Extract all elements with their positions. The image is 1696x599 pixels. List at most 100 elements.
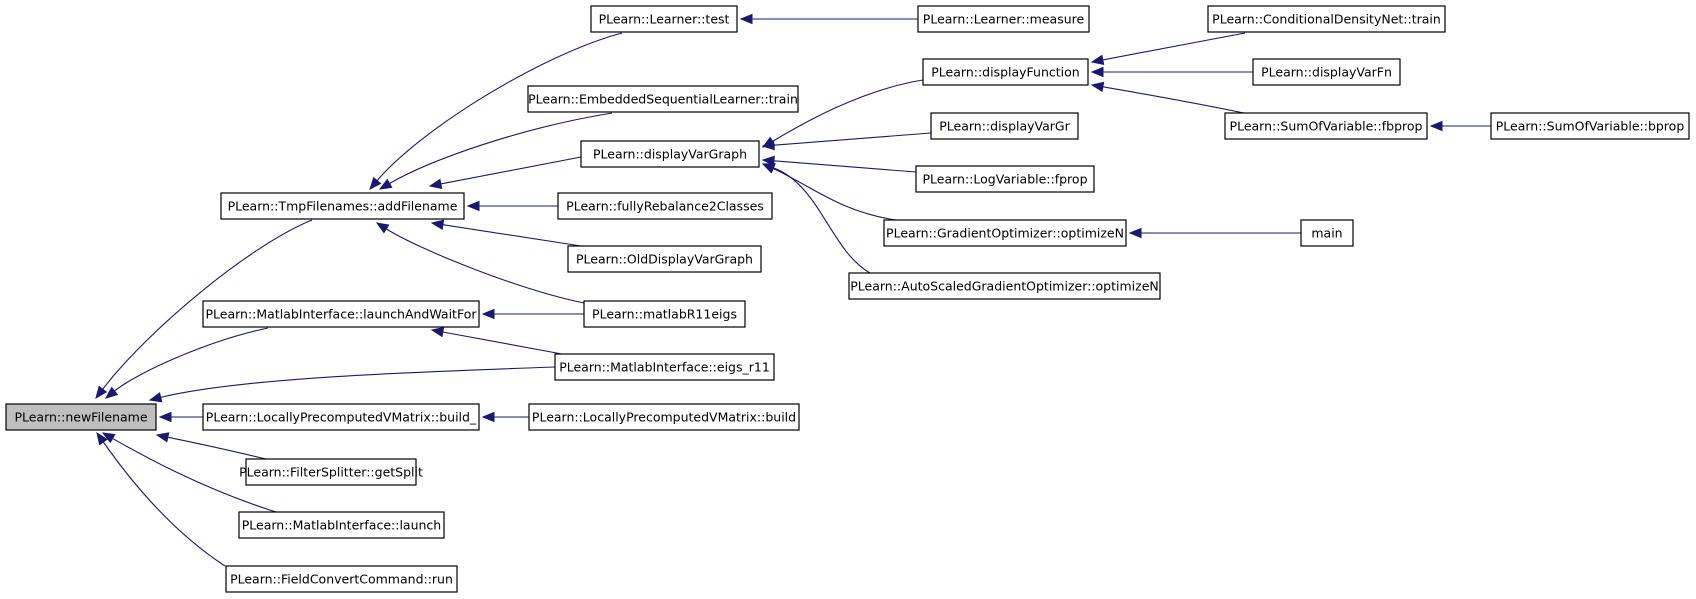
node-label: PLearn::Learner::test [599, 12, 730, 27]
edge-embTrain-to-addFilename [378, 112, 613, 190]
edge-line [442, 331, 563, 355]
arrowhead-icon [1090, 81, 1105, 93]
node-displayVarFn[interactable]: PLearn::displayVarFn [1252, 58, 1401, 86]
node-fullyRebalance[interactable]: PLearn::fullyRebalance2Classes [557, 192, 773, 220]
node-learnerTest[interactable]: PLearn::Learner::test [590, 5, 738, 33]
edge-matlabR11eigs-to-addFilename [375, 222, 585, 304]
arrowhead-icon [369, 176, 382, 191]
node-label: PLearn::FieldConvertCommand::run [230, 572, 453, 587]
node-box [583, 300, 746, 328]
edge-line [1102, 86, 1245, 114]
node-displayFunction[interactable]: PLearn::displayFunction [922, 58, 1089, 86]
node-condTrain[interactable]: PLearn::ConditionalDensityNet::train [1207, 5, 1446, 33]
node-newFilename[interactable]: PLearn::newFilename [5, 403, 157, 431]
arrowhead-icon [158, 411, 172, 423]
node-label: PLearn::OldDisplayVarGraph [576, 252, 753, 267]
node-box [528, 403, 800, 431]
node-eigs_r11[interactable]: PLearn::MatlabInterface::eigs_r11 [554, 353, 775, 381]
node-main[interactable]: main [1300, 219, 1354, 247]
edge-main-to-gradOpt [1128, 227, 1301, 239]
node-label: PLearn::Learner::measure [923, 12, 1085, 27]
node-box [554, 353, 775, 381]
edge-launch-to-newFilename [101, 432, 277, 513]
arrowhead-icon [430, 219, 445, 230]
node-box [1300, 219, 1354, 247]
node-oldDisplay[interactable]: PLearn::OldDisplayVarGraph [567, 245, 762, 273]
edge-line [167, 436, 267, 460]
edge-line [112, 437, 277, 513]
node-box [202, 300, 480, 328]
edge-line [773, 167, 871, 274]
edge-fullyRebalance-to-addFilename [466, 200, 558, 212]
node-box [1224, 112, 1428, 140]
arrowhead-icon [378, 178, 393, 190]
arrowhead-icon [104, 386, 119, 399]
node-getSplit[interactable]: PLearn::FilterSplitter::getSplit [239, 458, 423, 486]
arrowhead-icon [466, 200, 480, 212]
node-box [930, 112, 1079, 140]
edge-line [773, 132, 932, 146]
edge-line [773, 160, 917, 173]
arrowhead-icon [1128, 227, 1142, 239]
node-box [580, 140, 760, 168]
node-box [238, 511, 445, 539]
node-box [848, 272, 1161, 300]
edge-getSplit-to-newFilename [155, 432, 267, 460]
edge-displayVarFn-to-displayFunction [1090, 66, 1253, 78]
arrowhead-icon [375, 222, 390, 234]
edge-line [386, 228, 585, 304]
node-launchAndWaitFor[interactable]: PLearn::MatlabInterface::launchAndWaitFo… [202, 300, 480, 328]
node-measure[interactable]: PLearn::Learner::measure [917, 5, 1090, 33]
node-box [915, 165, 1095, 193]
node-box [202, 403, 480, 431]
node-addFilename[interactable]: PLearn::TmpFilenames::addFilename [220, 192, 465, 220]
node-box [557, 192, 773, 220]
node-build_[interactable]: PLearn::LocallyPrecomputedVMatrix::build… [202, 403, 480, 431]
edge-addFilename-to-newFilename [95, 219, 313, 400]
node-label: main [1311, 226, 1342, 241]
edge-condTrain-to-displayFunction [1090, 32, 1246, 65]
node-launch[interactable]: PLearn::MatlabInterface::launch [238, 511, 445, 539]
arrowhead-icon [430, 326, 445, 338]
node-gradOpt[interactable]: PLearn::GradientOptimizer::optimizeN [883, 219, 1127, 247]
edge-line [1102, 32, 1246, 61]
edge-launchAndWaitFor-to-newFilename [104, 327, 269, 399]
edge-line [389, 112, 613, 184]
node-label: PLearn::displayVarGr [939, 119, 1070, 134]
arrowhead-icon [761, 163, 776, 173]
node-label: PLearn::displayVarGraph [593, 147, 747, 162]
arrowhead-icon [155, 432, 170, 443]
edge-displayVarGraph-to-addFilename [428, 156, 582, 189]
edge-line [114, 327, 269, 392]
node-logFprop[interactable]: PLearn::LogVariable::fprop [915, 165, 1095, 193]
node-label: PLearn::GradientOptimizer::optimizeN [886, 226, 1124, 241]
node-displayVarGraph[interactable]: PLearn::displayVarGraph [580, 140, 760, 168]
edge-displayVarGr-to-displayVarGraph [761, 132, 932, 151]
node-label: PLearn::FilterSplitter::getSplit [239, 465, 423, 480]
edge-line [440, 156, 582, 185]
node-sumBprop[interactable]: PLearn::SumOfVariable::bprop [1490, 112, 1690, 140]
edge-line [442, 224, 582, 247]
node-embTrain[interactable]: PLearn::EmbeddedSequentialLearner::train [527, 85, 799, 113]
node-label: PLearn::SumOfVariable::fbprop [1230, 119, 1423, 134]
arrowhead-icon [101, 432, 116, 444]
node-label: PLearn::EmbeddedSequentialLearner::train [528, 92, 798, 107]
edge-line [772, 79, 924, 142]
node-displayVarGr[interactable]: PLearn::displayVarGr [930, 112, 1079, 140]
node-label: PLearn::LogVariable::fprop [922, 172, 1087, 187]
node-box [1490, 112, 1690, 140]
node-matlabR11eigs[interactable]: PLearn::matlabR11eigs [583, 300, 746, 328]
node-box [527, 85, 799, 113]
edge-line [376, 32, 623, 181]
node-box [1252, 58, 1401, 86]
edge-eigs_r11-to-newFilename [148, 366, 556, 403]
node-autoGradOpt[interactable]: PLearn::AutoScaledGradientOptimizer::opt… [848, 272, 1161, 300]
arrowhead-icon [1090, 54, 1105, 65]
node-sumFbprop[interactable]: PLearn::SumOfVariable::fbprop [1224, 112, 1428, 140]
node-build[interactable]: PLearn::LocallyPrecomputedVMatrix::build [528, 403, 800, 431]
arrowhead-icon [428, 178, 443, 189]
node-box [567, 245, 762, 273]
node-label: PLearn::ConditionalDensityNet::train [1212, 12, 1441, 27]
node-box [922, 58, 1089, 86]
node-run[interactable]: PLearn::FieldConvertCommand::run [225, 565, 458, 593]
